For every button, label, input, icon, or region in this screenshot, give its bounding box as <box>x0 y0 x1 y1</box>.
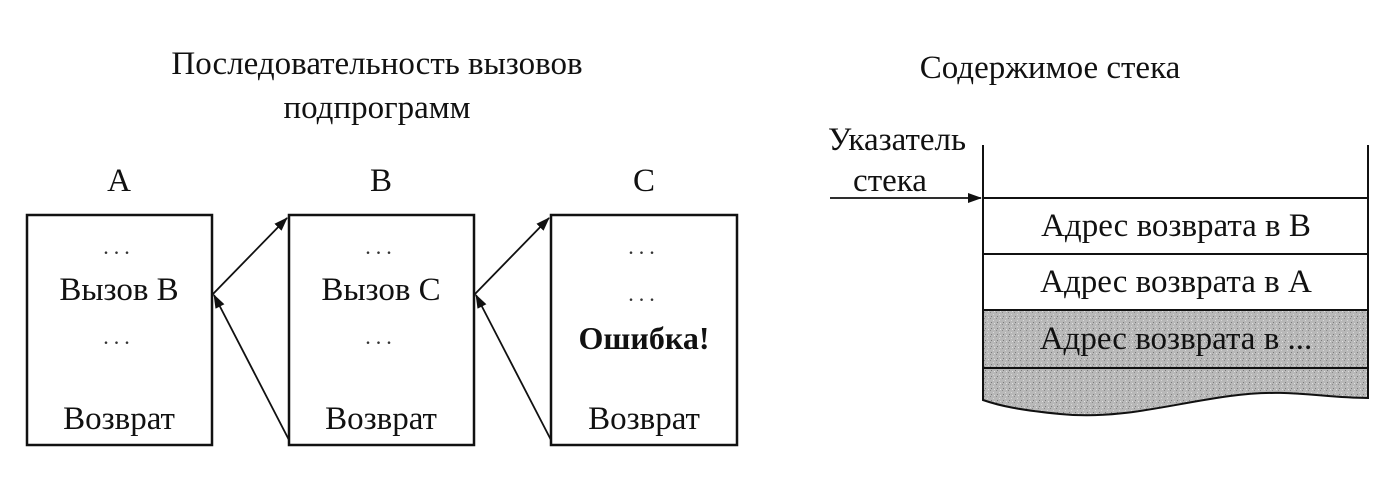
subroutine-b-return: Возврат <box>325 401 437 437</box>
subroutine-c-return: Возврат <box>588 401 700 437</box>
return-arrow-c-to-b <box>475 294 552 441</box>
return-arrow-b-to-a <box>213 294 290 441</box>
stack-cell-b-text: Адрес возврата в B <box>1041 208 1311 244</box>
subroutine-a-call: Вызов B <box>59 272 179 308</box>
subroutine-b-call: Вызов C <box>321 272 441 308</box>
stack-cell-a-text: Адрес возврата в A <box>1040 264 1312 300</box>
stack-pointer-label-line2: стека <box>853 163 927 199</box>
subroutine-b-dots-bottom: ... <box>365 324 397 349</box>
subroutine-c-label: C <box>632 163 656 199</box>
subroutine-a-return: Возврат <box>63 401 175 437</box>
left-heading-line1: Последовательность вызовов <box>171 46 583 82</box>
subroutine-a-dots-top: ... <box>103 234 135 259</box>
subroutine-c-dots-mid: ... <box>628 281 660 306</box>
stack-pointer-label-line1: Указатель <box>827 122 967 158</box>
subroutine-c-dots-top: ... <box>628 234 660 259</box>
subroutine-box-b <box>287 213 476 447</box>
call-arrow-b-to-c <box>473 217 550 296</box>
stack-torn-bottom <box>982 367 1369 417</box>
subroutine-box-c <box>549 213 739 447</box>
subroutine-a-dots-bottom: ... <box>103 324 135 349</box>
right-heading: Содержимое стека <box>919 50 1181 86</box>
stack-cell-b <box>982 197 1369 255</box>
call-arrow-a-to-b <box>211 217 288 296</box>
subroutine-box-a <box>25 213 214 447</box>
stack-cell-a <box>982 253 1369 311</box>
subroutine-a-label: A <box>107 163 131 199</box>
subroutine-b-dots-top: ... <box>365 234 397 259</box>
left-heading-line2: подпрограмм <box>283 90 471 126</box>
stack-cell-shaded-text: Адрес возврата в ... <box>1039 321 1313 357</box>
subroutine-c-error: Ошибка! <box>578 320 710 356</box>
subroutine-b-label: B <box>369 163 393 199</box>
